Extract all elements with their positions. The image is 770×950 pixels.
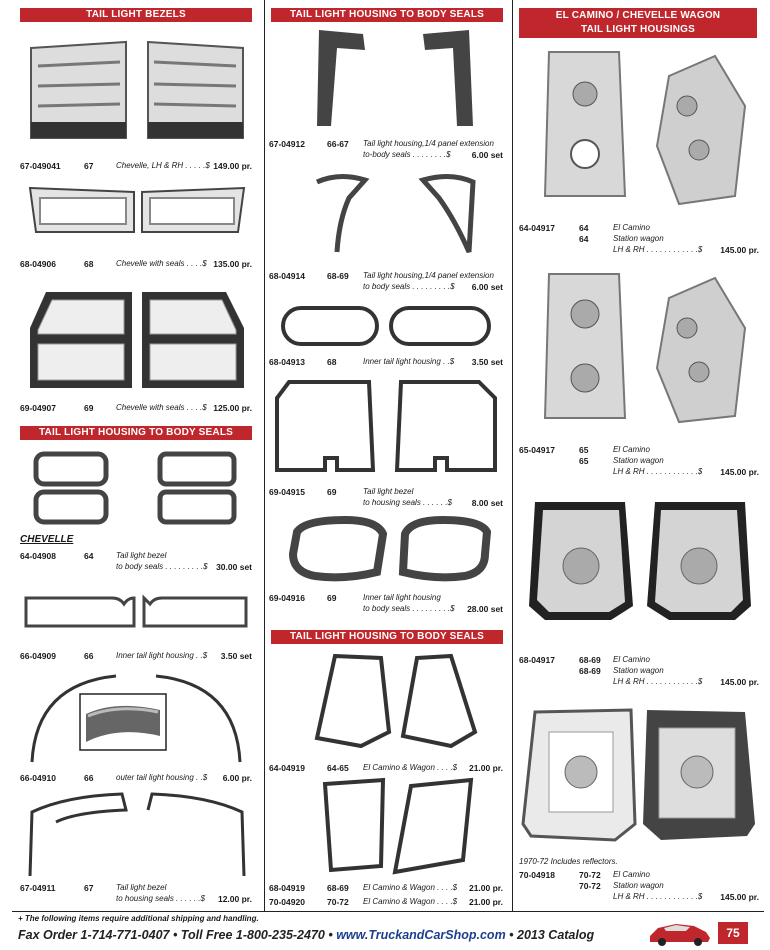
section-header-tail-light-bezels: TAIL LIGHT BEZELS: [20, 8, 252, 22]
footer-catalog: • 2013 Catalog: [505, 928, 595, 942]
section-header-housing-seals: TAIL LIGHT HOUSING TO BODY SEALS: [271, 8, 503, 22]
product-image-68-bezels: [28, 186, 246, 233]
product-image-68-seals: [315, 174, 476, 254]
product-image-64-seals: [33, 451, 237, 525]
product-image-67-bezel-seals: [28, 792, 246, 877]
product-image-69-bezels: [30, 292, 244, 388]
column-middle: TAIL LIGHT HOUSING TO BODY SEALS 67-0491…: [264, 0, 510, 912]
product-image-69-inner-seals: [288, 515, 492, 582]
product-image-69-bezel-seals: [275, 380, 497, 472]
housings-note: 1970-72 Includes reflectors.: [519, 857, 618, 866]
footer-divider: [12, 911, 764, 912]
product-image-70-72-housings: [521, 708, 755, 842]
footer-website-link[interactable]: www.TruckandCarShop.com: [336, 928, 506, 942]
product-image-65-housings: [543, 273, 747, 424]
section-header-housing-seals-2: TAIL LIGHT HOUSING TO BODY SEALS: [271, 630, 503, 644]
section-header-housing-seals: TAIL LIGHT HOUSING TO BODY SEALS: [20, 426, 252, 440]
shipping-note: + The following items require additional…: [18, 914, 259, 923]
product-image-68-72-seals: [322, 777, 474, 875]
product-image-66-inner-seals: [24, 594, 248, 628]
product-image-66-outer-seals: [30, 674, 242, 763]
product-image-64-housings: [543, 51, 747, 206]
product-image-68-inner-seals: [281, 306, 491, 346]
page-number: 75: [718, 922, 748, 944]
sub-header-chevelle: CHEVELLE: [20, 534, 74, 545]
product-image-67-seals: [317, 30, 473, 126]
product-image-68-69-housings: [529, 502, 751, 620]
section-header-el-camino-housings: EL CAMINO / CHEVELLE WAGON TAIL LIGHT HO…: [519, 8, 757, 38]
product-image-64-65-seals: [314, 653, 478, 749]
product-image-67-bezels: [30, 40, 244, 139]
column-right: EL CAMINO / CHEVELLE WAGON TAIL LIGHT HO…: [512, 0, 764, 912]
column-left: TAIL LIGHT BEZELS 67-049041 67 Chevelle,…: [20, 8, 252, 904]
footer-contact: Fax Order 1-714-771-0407 • Toll Free 1-8…: [18, 928, 594, 942]
car-logo-icon: [650, 924, 710, 946]
footer-phones: Fax Order 1-714-771-0407 • Toll Free 1-8…: [18, 928, 337, 942]
